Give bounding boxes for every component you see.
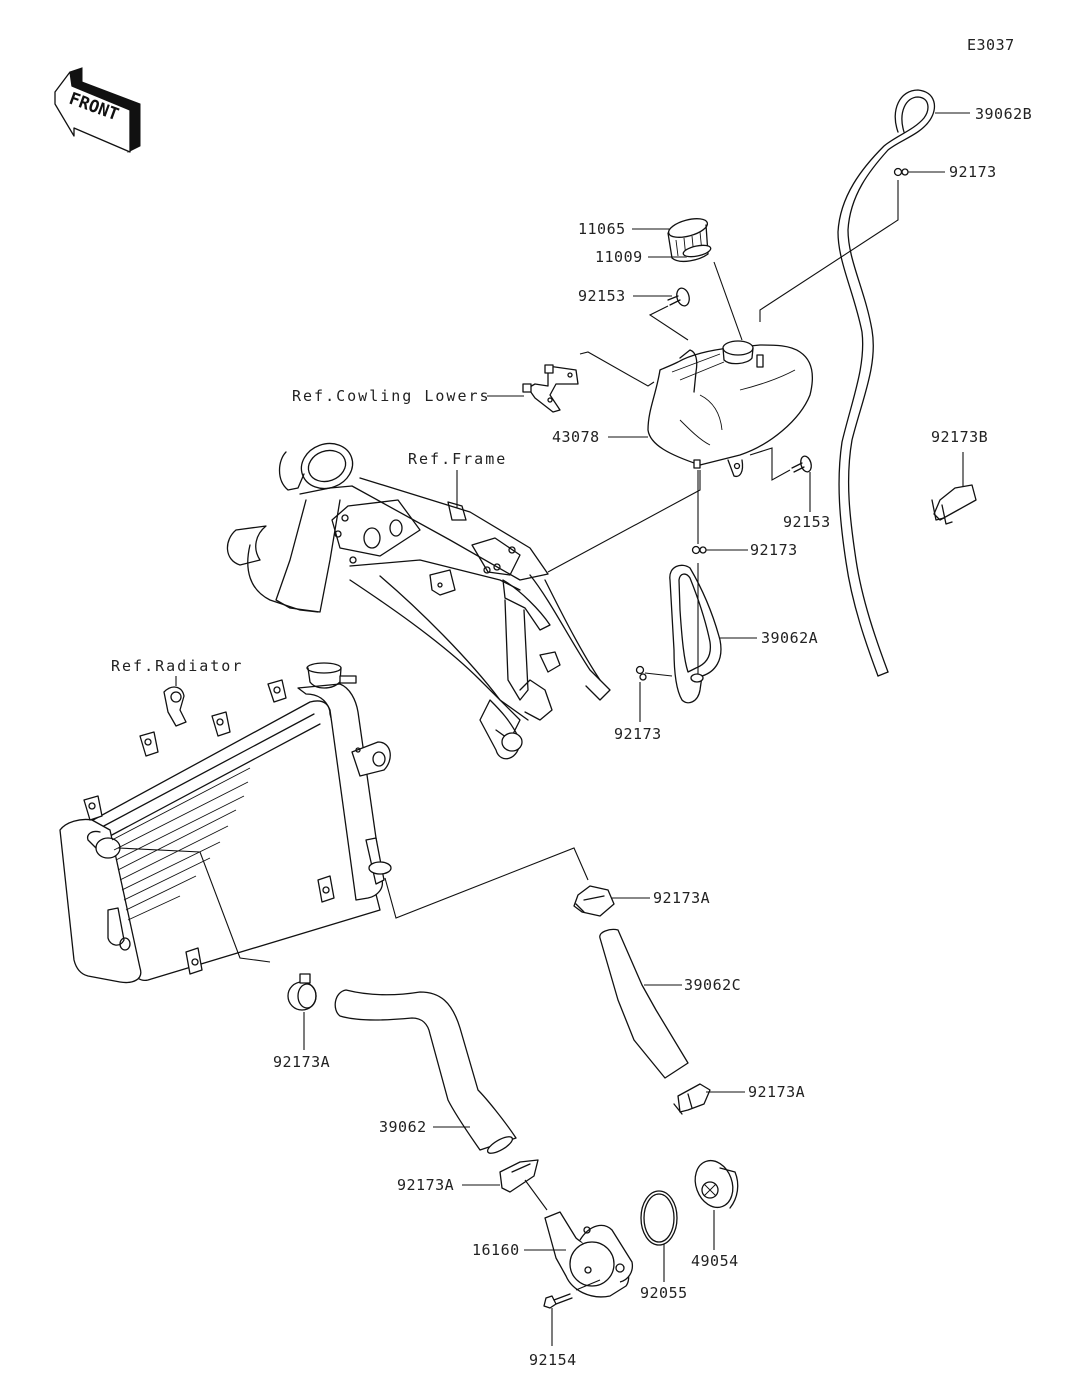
hose-39062 [334, 989, 517, 1154]
label-92173a-right-top[interactable]: 92173A [653, 889, 711, 907]
bolt-92153-top [667, 287, 690, 307]
label-92154[interactable]: 92154 [529, 1351, 577, 1369]
clip-92173-low [635, 665, 647, 681]
bolt-92153-right [791, 455, 812, 473]
radiator-fins [111, 767, 251, 921]
cowling-lower-bracket [522, 364, 579, 413]
label-92173a-bottom[interactable]: 92173A [397, 1176, 455, 1194]
hose-clamp-92173a-bottom [499, 1159, 539, 1193]
label-92173-top[interactable]: 92173 [949, 163, 997, 181]
leader-92153-to-tank [648, 305, 689, 341]
label-39062a[interactable]: 39062A [761, 629, 819, 647]
label-92153-top[interactable]: 92153 [578, 287, 626, 305]
label-92173b[interactable]: 92173B [931, 428, 989, 446]
label-11009[interactable]: 11009 [595, 248, 643, 266]
thermostat-housing-16160 [544, 1211, 634, 1298]
cap-gasket-11009 [682, 244, 712, 258]
label-16160[interactable]: 16160 [472, 1241, 520, 1259]
bolt-92154 [543, 1293, 573, 1309]
reservoir-cap-11065 [667, 218, 709, 263]
label-ref-radiator[interactable]: Ref.Radiator [111, 657, 244, 675]
o-ring-92055-inner [643, 1193, 675, 1243]
label-39062[interactable]: 39062 [379, 1118, 427, 1136]
label-43078[interactable]: 43078 [552, 428, 600, 446]
label-ref-cowling-lowers[interactable]: Ref.Cowling Lowers [292, 387, 491, 405]
leader-clamp-to-housing [524, 1179, 548, 1211]
leader-radiator-to-clip-right [384, 847, 589, 919]
hose-clamp-92173a-right-bottom [673, 1083, 711, 1115]
hose-clamp-92173a-left [287, 973, 317, 1011]
leader-92173-low-to-hose [644, 672, 673, 677]
leader-bolt-to-housing [575, 1279, 601, 1291]
leader-radiator-to-clip-left [117, 847, 271, 963]
radiator-reference [59, 662, 392, 984]
hose-39062c [599, 928, 689, 1079]
label-39062b[interactable]: 39062B [975, 105, 1033, 123]
label-92173a-right-bottom[interactable]: 92173A [748, 1083, 806, 1101]
hose-39062a [669, 564, 722, 704]
leader-cowling-to-tank [579, 351, 655, 387]
label-49054[interactable]: 49054 [691, 1252, 739, 1270]
label-ref-frame[interactable]: Ref.Frame [408, 450, 508, 468]
leader-92173-top-to-tank [759, 180, 899, 322]
label-39062c[interactable]: 39062C [684, 976, 742, 994]
o-ring-92055 [640, 1190, 678, 1246]
label-11065[interactable]: 11065 [578, 220, 626, 238]
label-92153-right[interactable]: 92153 [783, 513, 831, 531]
frame-reference [226, 442, 611, 760]
label-92173-mid[interactable]: 92173 [750, 541, 798, 559]
overflow-hose-39062b [837, 89, 936, 677]
reservoir-tank-43078 [647, 340, 813, 478]
clip-92173-top [893, 167, 909, 177]
clip-92173b [931, 484, 977, 525]
hose-clamp-92173a-right-top [573, 885, 615, 917]
label-92055[interactable]: 92055 [640, 1284, 688, 1302]
clip-92173-mid [691, 545, 707, 555]
diagram-code: E3037 [967, 36, 1015, 54]
leader-11009-to-tank [713, 261, 743, 341]
leader-92153-right-to-tank [749, 447, 791, 481]
front-arrow-icon: FRONT [54, 67, 141, 153]
thermostat-49054 [694, 1159, 739, 1209]
label-92173a-left[interactable]: 92173A [273, 1053, 331, 1071]
leader-frame-to-tank [547, 470, 701, 573]
label-92173-low[interactable]: 92173 [614, 725, 662, 743]
